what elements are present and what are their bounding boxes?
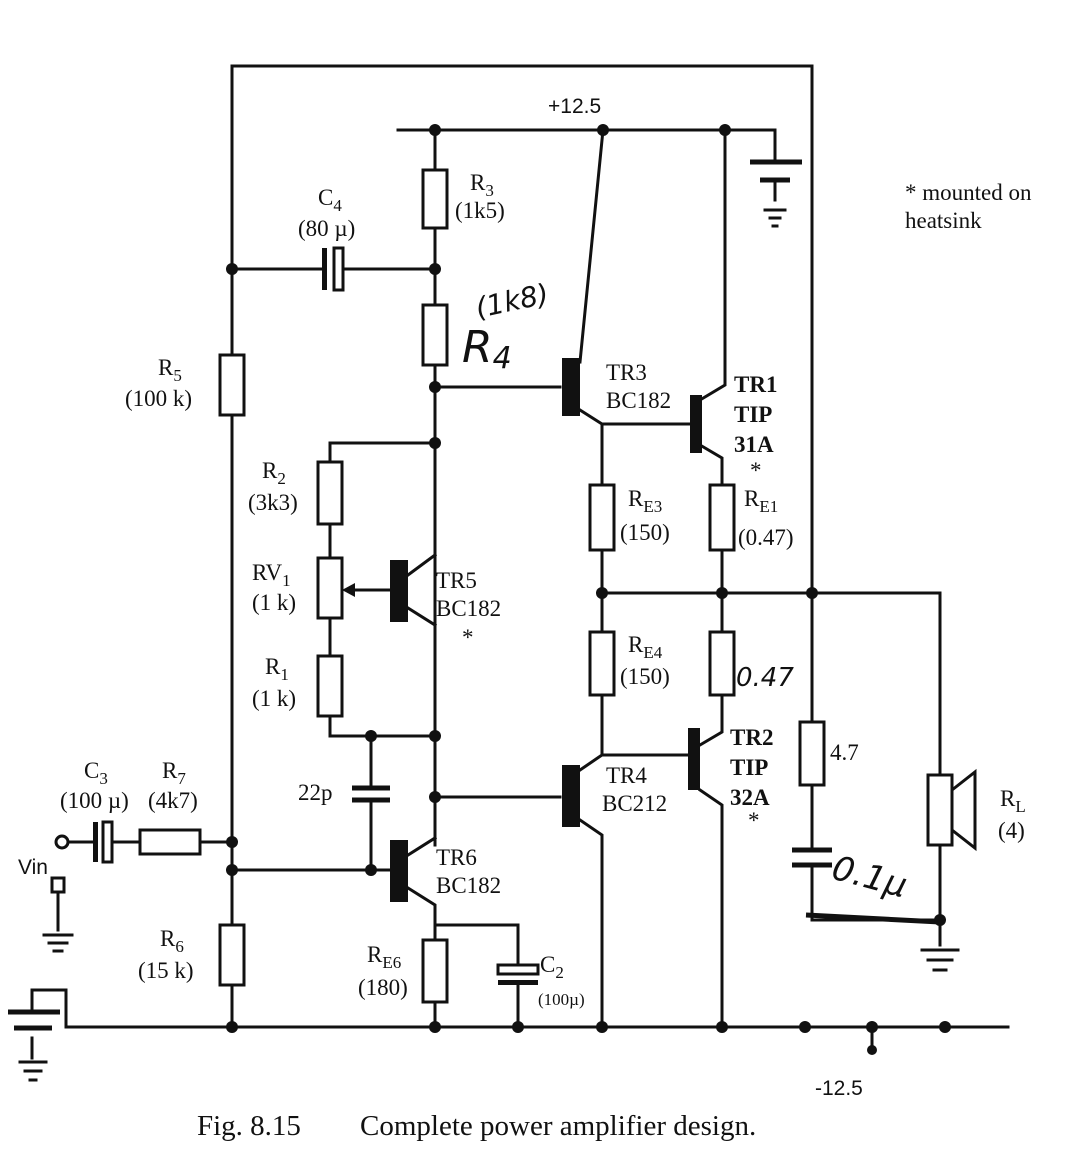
re1-label: RE1 — [744, 486, 778, 516]
c3-value: (100 µ) — [60, 788, 129, 813]
c2-value: (100µ) — [538, 990, 585, 1009]
r5-label: R5 — [158, 355, 182, 385]
re6-label: RE6 — [367, 942, 401, 972]
re4-value: (150) — [620, 664, 670, 689]
tr6-label: TR6 — [436, 845, 477, 870]
rl-label: RL — [1000, 786, 1026, 816]
wiper-arrow-icon — [342, 583, 355, 597]
re3-value: (150) — [620, 520, 670, 545]
c4-label: C4 — [318, 185, 342, 215]
transistor-tr1 — [690, 395, 702, 453]
re1-value: (0.47) — [738, 525, 794, 550]
re2-value: 0.47 — [736, 663, 794, 693]
resistor-r1 — [316, 654, 344, 718]
tr2-type2: 32A — [730, 785, 770, 810]
re3-label: RE3 — [628, 486, 662, 516]
rv1-value: (1 k) — [252, 590, 296, 615]
re6-value: (180) — [358, 975, 408, 1000]
capacitor-0u1 — [792, 847, 832, 868]
vin-label: Vin — [18, 856, 48, 879]
tr3-label: TR3 — [606, 360, 647, 385]
input-terminal — [54, 834, 70, 850]
heatsink-note-line2: heatsink — [905, 208, 982, 233]
capacitor-c4 — [322, 246, 345, 292]
resistor-re4 — [588, 630, 616, 697]
tr3-type: BC182 — [606, 388, 671, 413]
battery-negative — [8, 988, 60, 1082]
ground-icon-output — [920, 948, 960, 972]
c4-value: (80 µ) — [298, 216, 355, 241]
c2-label: C2 — [540, 952, 564, 982]
load-resistor-rl — [926, 773, 954, 847]
speaker-icon — [950, 768, 977, 852]
transistor-tr2 — [688, 728, 700, 790]
heatsink-note-line1: * mounted on — [905, 180, 1032, 205]
tr2-type1: TIP — [730, 755, 768, 780]
tr1-heatsink-mark: * — [750, 458, 762, 483]
r3-label: R3 — [470, 170, 494, 200]
battery-positive — [750, 159, 802, 228]
resistor-re3 — [588, 483, 616, 552]
tr4-label: TR4 — [606, 763, 647, 788]
ground-icon-vin — [42, 876, 74, 953]
r3-value: (1k5) — [455, 198, 505, 223]
supply-negative-label: -12.5 — [815, 1077, 863, 1100]
r47-value: 4.7 — [830, 740, 859, 765]
tr4-type: BC212 — [602, 791, 667, 816]
capacitor-22p — [352, 785, 390, 803]
capacitor-c2 — [496, 963, 540, 985]
transistor-tr5 — [390, 560, 408, 622]
resistor-r6 — [218, 923, 246, 987]
r4-value: (1k8) — [473, 277, 552, 325]
tr2-label: TR2 — [730, 725, 773, 750]
transistor-tr3 — [562, 358, 580, 416]
r7-label: R7 — [162, 758, 186, 788]
re4-label: RE4 — [628, 632, 663, 662]
r7-value: (4k7) — [148, 788, 198, 813]
resistor-re2 — [708, 630, 736, 697]
r6-label: R6 — [160, 926, 184, 956]
tr6-type: BC182 — [436, 873, 501, 898]
resistor-re6 — [421, 938, 449, 1004]
r5-value: (100 k) — [125, 386, 192, 411]
r2-label: R2 — [262, 458, 286, 488]
ground-bus — [805, 912, 941, 925]
tr5-heatsink-mark: * — [462, 625, 474, 650]
potentiometer-rv1 — [316, 556, 344, 620]
r1-value: (1 k) — [252, 686, 296, 711]
figure-number: Fig. 8.15 — [197, 1110, 301, 1142]
resistor-r4 — [421, 303, 449, 367]
r2-value: (3k3) — [248, 490, 298, 515]
figure-caption: Complete power amplifier design. — [360, 1110, 756, 1142]
resistor-r5 — [218, 353, 246, 417]
rl-value: (4) — [998, 818, 1025, 843]
tr1-type2: 31A — [734, 432, 774, 457]
resistor-4r7 — [798, 720, 826, 787]
resistor-r2 — [316, 460, 344, 526]
tr5-type: BC182 — [436, 596, 501, 621]
tr1-type1: TIP — [734, 402, 772, 427]
transistor-tr4 — [562, 765, 580, 827]
resistor-r3 — [421, 168, 449, 230]
capacitor-c3 — [93, 820, 114, 864]
r4-label: R4 — [462, 322, 512, 376]
rv1-label: RV1 — [252, 560, 291, 590]
c01-value: 0.1µ — [828, 848, 911, 906]
tr1-label: TR1 — [734, 372, 777, 397]
tr2-heatsink-mark: * — [748, 808, 760, 833]
r6-value: (15 k) — [138, 958, 194, 983]
r1-label: R1 — [265, 654, 289, 684]
resistor-re1 — [708, 483, 736, 552]
c3-label: C3 — [84, 758, 108, 788]
wires — [30, 64, 1010, 1060]
transistor-tr6 — [390, 840, 408, 902]
junction-dots — [226, 124, 951, 1055]
supply-positive-label: +12.5 — [548, 95, 601, 118]
resistor-r7 — [138, 828, 202, 856]
c22p-label: 22p — [298, 780, 333, 805]
tr5-label: TR5 — [436, 568, 477, 593]
